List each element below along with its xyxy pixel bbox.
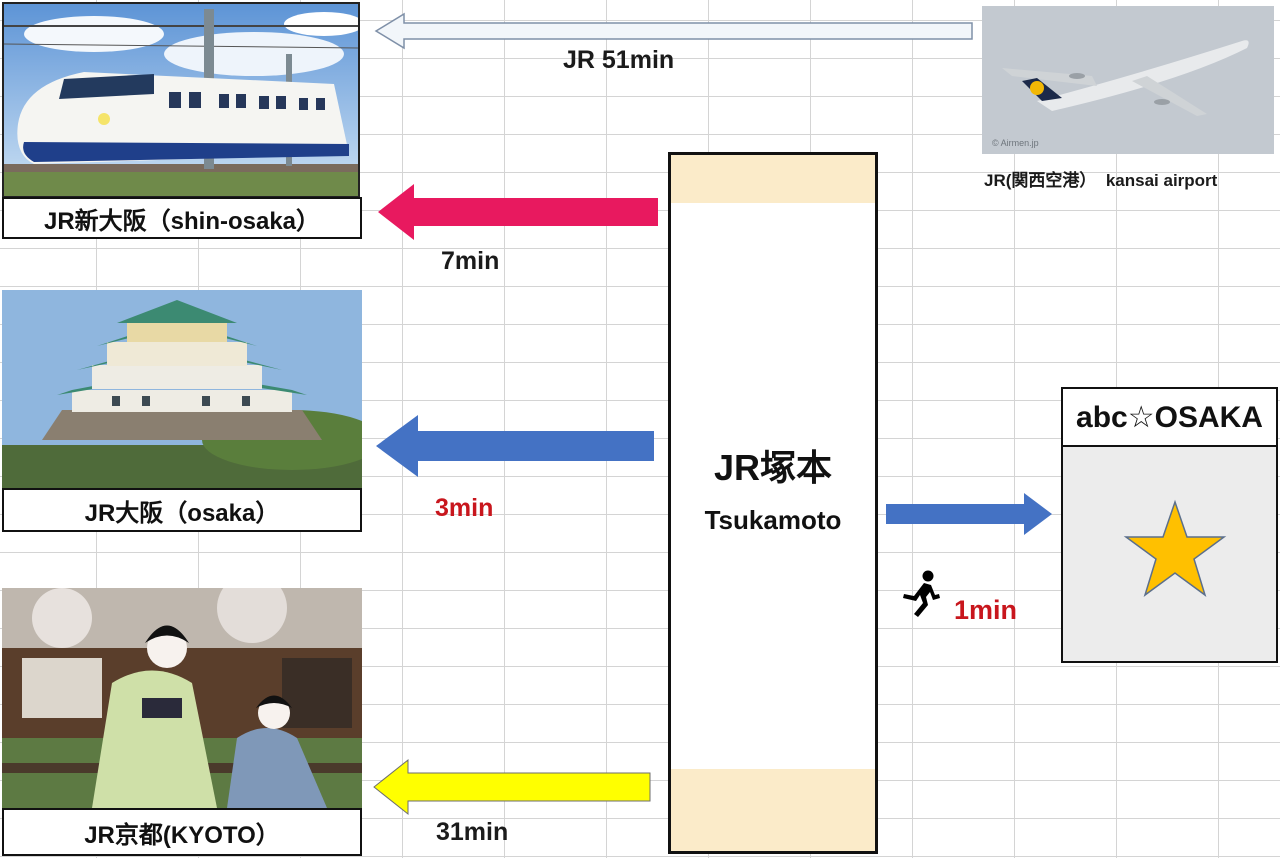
- osaka-castle-illustration: [2, 290, 362, 488]
- station-name-jp: JR塚本: [713, 447, 833, 488]
- destination-title: abc☆OSAKA: [1063, 389, 1276, 447]
- walking-person-icon: [903, 570, 940, 617]
- osaka-route-arrow: [376, 415, 654, 477]
- airport-caption: JR(関西空港） kansai airport: [984, 171, 1218, 190]
- kyoto-time-label: 31min: [436, 818, 509, 846]
- kyoto-maiko-photo: [2, 588, 362, 808]
- airport-time-label: JR 51min: [563, 46, 675, 74]
- airport-route-arrow: [374, 12, 973, 50]
- kyoto-route-arrow: [373, 758, 651, 816]
- station-band-top: [671, 155, 875, 203]
- walk-time-label: 1min: [954, 595, 1018, 625]
- kyoto-caption: JR京都(KYOTO）: [2, 808, 362, 856]
- shin-osaka-time-label: 7min: [441, 247, 500, 275]
- svg-text:© Airmen.jp: © Airmen.jp: [992, 138, 1039, 148]
- station-band-bottom: [671, 769, 875, 851]
- walk-route-arrow: [886, 493, 1052, 535]
- airplane-illustration: © Airmen.jp: [982, 6, 1274, 154]
- osaka-caption: JR大阪（osaka）: [2, 488, 362, 532]
- destination-box: abc☆OSAKA: [1061, 387, 1278, 663]
- osaka-castle-photo: [2, 290, 362, 488]
- tsukamoto-station-box: JR塚本 Tsukamoto: [668, 152, 878, 854]
- osaka-time-label: 3min: [435, 494, 494, 522]
- star-icon: [1123, 499, 1227, 597]
- station-name-en: Tsukamoto: [704, 505, 842, 535]
- shinkansen-illustration: [4, 4, 358, 196]
- kyoto-illustration: [2, 588, 362, 808]
- airplane-photo: © Airmen.jp: [982, 6, 1274, 154]
- shinkansen-photo: [2, 2, 360, 198]
- shin-osaka-caption: JR新大阪（shin-osaka）: [2, 197, 362, 239]
- shin-osaka-route-arrow: [378, 184, 658, 240]
